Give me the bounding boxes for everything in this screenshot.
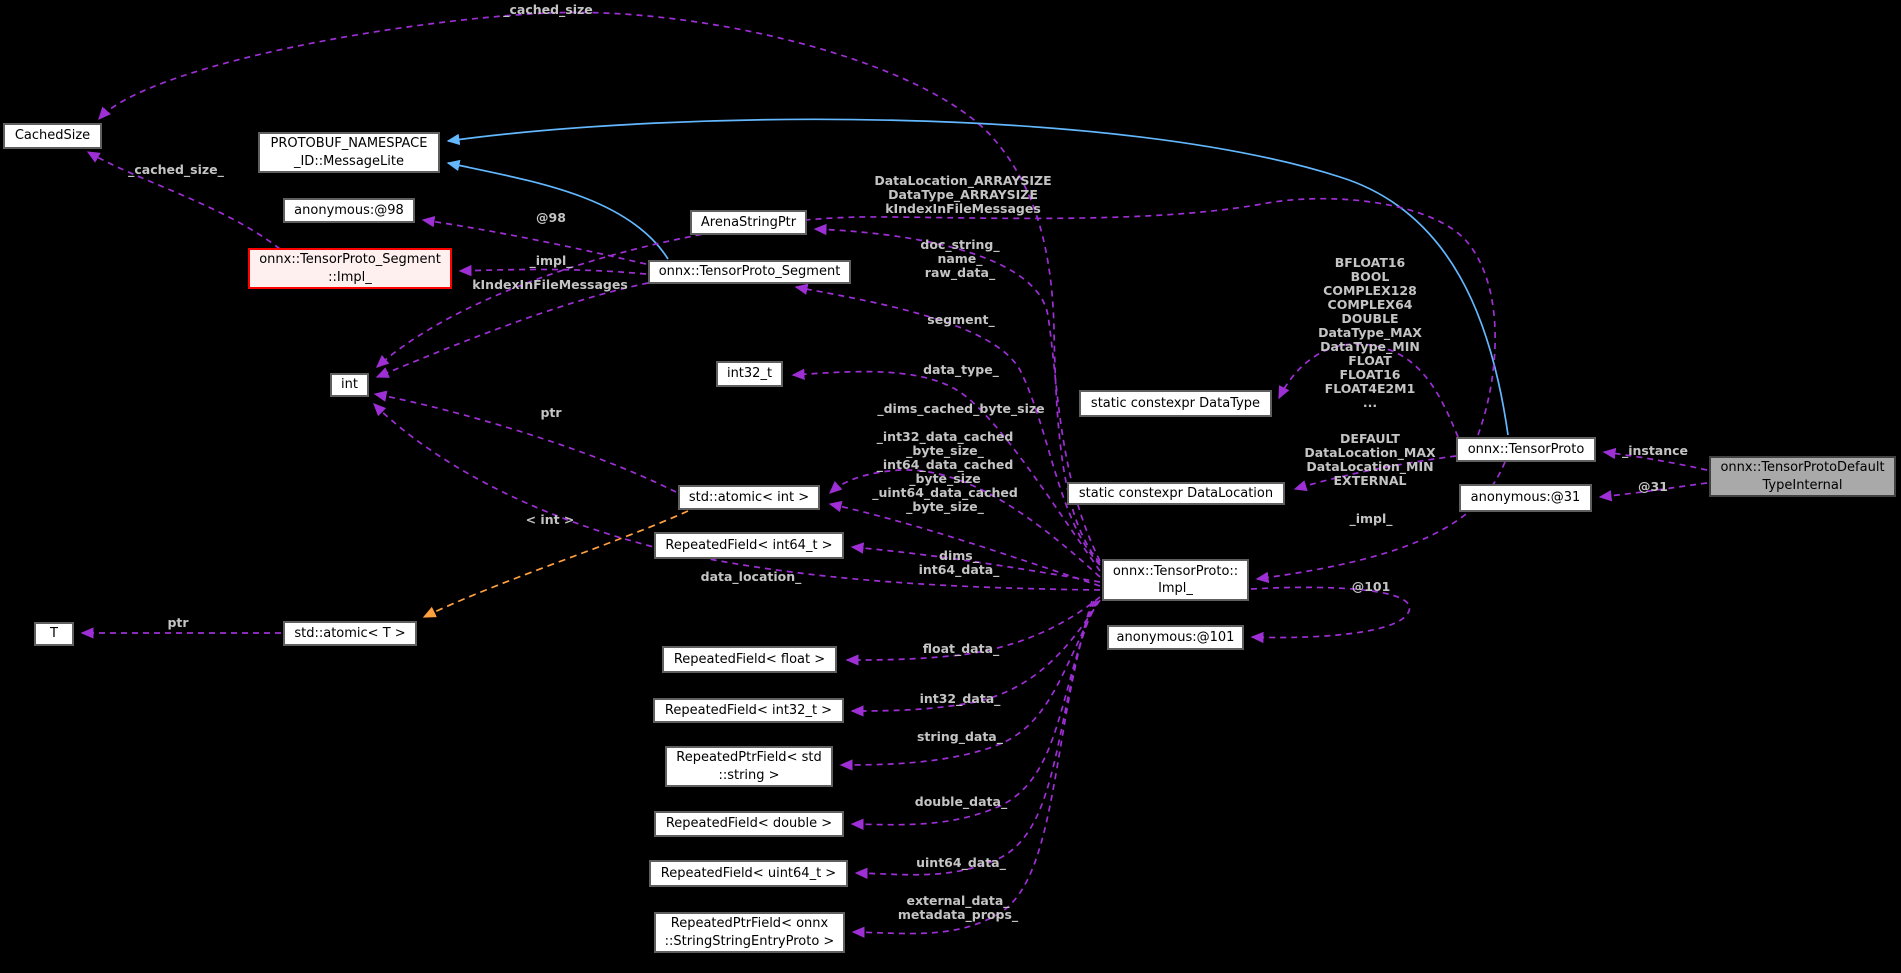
edge-enumdt — [1278, 343, 1459, 438]
node-rfuint64[interactable]: RepeatedField< uint64_t > — [649, 860, 848, 887]
node-anon31[interactable]: anonymous:@31 — [1459, 484, 1592, 512]
node-rpfstring[interactable]: RepeatedPtrField< std ::string > — [665, 746, 833, 787]
edge-label-uint64_d: uint64_data_ — [916, 855, 1006, 870]
node-segment[interactable]: onnx::TensorProto_Segment — [648, 260, 851, 284]
node-t[interactable]: T — [34, 622, 74, 646]
edge-label-dims: dims_ int64_data_ — [918, 548, 1000, 577]
node-atomicint[interactable]: std::atomic< int > — [678, 485, 820, 510]
edge-kindex — [375, 282, 649, 378]
edge-label-segment_m: segment_ — [927, 312, 995, 327]
edge-label-at31: @31 — [1638, 479, 1668, 494]
node-arenastringptr[interactable]: ArenaStringPtr — [690, 210, 807, 235]
edge-label-float_d: float_data_ — [922, 641, 1000, 656]
node-anon98[interactable]: anonymous:@98 — [283, 198, 415, 223]
edge-label-enumdt: BFLOAT16 BOOL COMPLEX128 COMPLEX64 DOUBL… — [1318, 255, 1422, 410]
node-tpimpl[interactable]: onnx::TensorProto:: Impl_ — [1102, 559, 1249, 601]
edge-label-ptr_int: ptr — [540, 405, 562, 420]
edge-blue_seg — [446, 159, 669, 260]
edge-datatype_m — [791, 368, 1101, 572]
node-anon101[interactable]: anonymous:@101 — [1107, 625, 1244, 650]
edge-label-arraysize: DataLocation_ARRAYSIZE DataType_ARRAYSIZ… — [874, 173, 1052, 216]
edge-label-impl_seg: _impl_ — [529, 253, 573, 268]
edge-label-enumdl: DEFAULT DataLocation_MAX DataLocation_MI… — [1304, 431, 1436, 488]
edge-segment_m — [794, 283, 1101, 566]
node-rfdouble[interactable]: RepeatedField< double > — [654, 811, 844, 837]
edge-label-cached_size_top: _cached_size — [503, 2, 593, 17]
edge-docstring — [813, 223, 1101, 562]
edge-label-string_d: string_data_ — [916, 729, 1004, 744]
node-rffloat[interactable]: RepeatedField< float > — [662, 646, 837, 673]
edge-external_d — [851, 600, 1093, 938]
edge-label-bytesizes: _int32_data_cached _byte_size_ _int64_da… — [872, 429, 1018, 514]
edge-bytesizes — [828, 500, 1101, 587]
node-datalocation[interactable]: static constexpr DataLocation — [1067, 482, 1285, 505]
edge-label-at98: @98 — [536, 210, 566, 225]
node-datatype[interactable]: static constexpr DataType — [1079, 390, 1272, 417]
node-atomict[interactable]: std::atomic< T > — [283, 621, 417, 646]
edge-label-dims_cached: _dims_cached_byte_size — [877, 401, 1045, 416]
node-int[interactable]: int — [330, 373, 369, 397]
edge-uint64_d — [854, 600, 1095, 879]
edge-label-docstring: doc_string_ name_ raw_data_ — [920, 237, 1000, 280]
node-int32t[interactable]: int32_t — [716, 361, 783, 387]
edge-cached_size2 — [86, 151, 281, 250]
edge-dims — [850, 542, 1101, 583]
edge-int32_d — [850, 599, 1101, 717]
edge-instance — [1602, 447, 1708, 471]
edge-enumdl — [1293, 455, 1457, 492]
edge-blue_tp — [446, 118, 1509, 436]
edge-label-ptr_t: ptr — [167, 615, 189, 630]
node-messagelite[interactable]: PROTOBUF_NAMESPACE _ID::MessageLite — [258, 132, 440, 173]
edge-label-instance: _instance — [1621, 443, 1689, 458]
edge-label-data_location: data_location_ — [700, 569, 802, 584]
edge-impl_seg — [458, 264, 647, 277]
edge-label-int_tmpl: < int > — [525, 512, 575, 527]
edge-float_d — [845, 596, 1101, 666]
edge-at31 — [1598, 482, 1708, 502]
edge-label-external_d: external_data_ metadata_props_ — [897, 893, 1019, 922]
node-tensorproto[interactable]: onnx::TensorProto — [1456, 437, 1596, 462]
edge-label-impl_tp: _impl_ — [1349, 511, 1393, 526]
node-segimpl[interactable]: onnx::TensorProto_Segment ::Impl_ — [248, 248, 452, 289]
edge-double_d — [850, 600, 1097, 830]
edge-label-double_d: double_data_ — [914, 794, 1008, 809]
node-defaulttype[interactable]: onnx::TensorProtoDefault TypeInternal — [1709, 456, 1896, 497]
node-rfint32[interactable]: RepeatedField< int32_t > — [653, 698, 844, 723]
edge-label-int32_d: int32_data_ — [919, 691, 1001, 706]
edge-label-kindex: kIndexInFileMessages — [472, 277, 628, 292]
node-cachedsize[interactable]: CachedSize — [3, 123, 102, 149]
node-rpfsse[interactable]: RepeatedPtrField< onnx ::StringStringEnt… — [654, 912, 845, 953]
edge-arraysize — [375, 197, 1496, 436]
edge-label-datatype_m: data_type_ — [923, 362, 999, 377]
node-rfint64[interactable]: RepeatedField< int64_t > — [654, 532, 844, 559]
edge-at101 — [1250, 586, 1411, 644]
edge-cached_size_top — [98, 11, 1101, 564]
edge-label-at101: @101 — [1351, 579, 1391, 594]
edge-label-cached_size2: _cached_size_ — [128, 162, 224, 177]
edge-at98 — [421, 216, 647, 265]
edge-string_d — [839, 600, 1099, 771]
